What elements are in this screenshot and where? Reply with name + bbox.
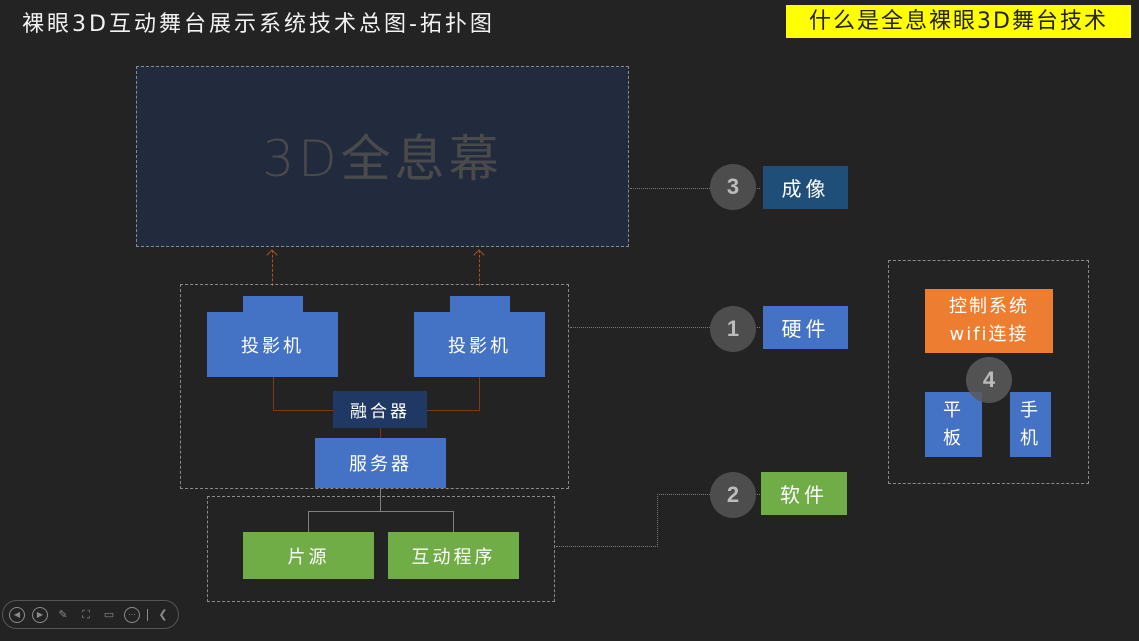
more-icon[interactable]: ⋯ (124, 606, 140, 623)
legend-hardware[interactable]: 硬件 (763, 306, 848, 349)
step-number-2: 2 (726, 482, 740, 507)
holographic-screen-label: 3D全息幕 (262, 130, 503, 188)
connector-source-vertical (308, 511, 309, 532)
connector-program-vertical (453, 511, 454, 532)
projector-right[interactable]: 投影机 (414, 312, 545, 377)
tablet-label-1: 平 (943, 399, 964, 421)
control-group (888, 260, 1089, 484)
toolbar-divider (147, 608, 148, 621)
step-badge-control: 4 (966, 357, 1012, 403)
phone-box[interactable]: 手 机 (1010, 392, 1051, 457)
hardware-group (180, 284, 569, 489)
legend-imaging-label: 成像 (781, 177, 830, 201)
collapse-icon[interactable]: ❮ (158, 608, 168, 621)
projector-lens-right (450, 296, 510, 314)
legend-software-label: 软件 (780, 483, 828, 507)
legend-hardware-label: 硬件 (781, 317, 830, 341)
projector-left-label: 投影机 (241, 335, 304, 357)
connector-fuser-server (380, 428, 381, 438)
holographic-screen: 3D全息幕 (136, 66, 629, 247)
pen-icon[interactable]: ✎ (58, 608, 68, 621)
wifi-connection-label: wifi连接 (949, 324, 1029, 345)
leader-line-software-bottom (556, 546, 658, 547)
step-badge-software: 2 (710, 472, 756, 518)
connector-server-software (380, 488, 381, 511)
phone-label-2: 机 (1020, 427, 1041, 449)
focus-icon[interactable]: ⛶ (82, 607, 90, 621)
leader-line-imaging (630, 188, 760, 189)
interactive-program-box[interactable]: 互动程序 (388, 532, 519, 579)
legend-software[interactable]: 软件 (761, 472, 847, 515)
leader-line-software-vertical (657, 494, 658, 547)
content-source-label: 片源 (287, 546, 330, 568)
step-number-3: 3 (726, 174, 740, 199)
previous-icon[interactable]: ◀ (9, 606, 25, 623)
tablet-box[interactable]: 平 板 (925, 392, 982, 457)
server-label: 服务器 (349, 454, 412, 475)
leader-line-software-top (657, 494, 760, 495)
projection-arrow-right (479, 250, 480, 286)
software-group (207, 496, 555, 602)
connector-left-horizontal (273, 410, 333, 411)
projector-lens-left (243, 296, 303, 314)
control-system-box[interactable]: 控制系统 wifi连接 (925, 289, 1053, 353)
screen-icon[interactable]: ▭ (103, 608, 115, 621)
next-icon[interactable]: ▶ (32, 606, 48, 623)
page-title: 裸眼3D互动舞台展示系统技术总图-拓扑图 (22, 12, 495, 37)
fuser-box[interactable]: 融合器 (333, 391, 427, 428)
projector-left[interactable]: 投影机 (207, 312, 338, 377)
projection-arrow-left (272, 250, 273, 286)
control-system-label: 控制系统 (949, 296, 1029, 317)
interactive-program-label: 互动程序 (411, 546, 496, 568)
connector-right-vertical (479, 377, 480, 410)
projection-arrowhead-left (266, 249, 278, 261)
projector-right-label: 投影机 (448, 335, 511, 357)
step-number-1: 1 (726, 316, 740, 341)
step-badge-imaging: 3 (710, 164, 756, 210)
step-badge-hardware: 1 (710, 306, 756, 352)
server-box[interactable]: 服务器 (315, 438, 446, 488)
what-is-holographic-tag[interactable]: 什么是全息裸眼3D舞台技术 (786, 5, 1131, 38)
leader-line-hardware (570, 327, 760, 328)
tablet-label-2: 板 (943, 427, 964, 449)
presentation-toolbar: ◀ ▶ ✎ ⛶ ▭ ⋯ ❮ (2, 600, 179, 629)
projection-arrowhead-right (473, 249, 485, 261)
fuser-label: 融合器 (350, 402, 410, 422)
connector-software-horizontal (308, 511, 454, 512)
step-number-4: 4 (982, 367, 996, 392)
connector-left-vertical (273, 377, 274, 410)
legend-imaging[interactable]: 成像 (763, 166, 848, 209)
phone-label-1: 手 (1020, 399, 1041, 421)
connector-right-horizontal (427, 410, 480, 411)
content-source-box[interactable]: 片源 (243, 532, 374, 579)
